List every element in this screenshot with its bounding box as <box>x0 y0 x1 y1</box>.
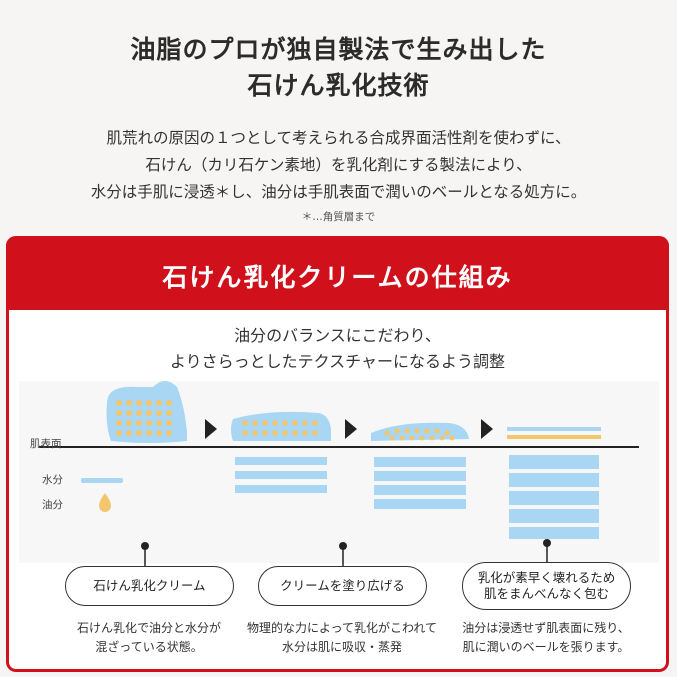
footnote: ＊…角質層まで <box>301 211 376 223</box>
step-2-desc-line-2: 水分は肌に吸収・蒸発 <box>281 640 402 654</box>
panel-title: 石けん乳化クリームの仕組み <box>162 263 513 292</box>
absorbed-water-bar <box>235 471 327 479</box>
water-film-top <box>507 427 601 431</box>
absorbed-water-bar <box>509 491 599 505</box>
step-3-desc-line-1: 油分は浸透せず肌表面に残り、 <box>462 621 630 635</box>
cream-thin-icon <box>371 422 469 441</box>
absorbed-water-bar <box>509 527 599 539</box>
step-3-pill: 乳化が素早く壊れるため 肌をまんべんなく包む <box>462 562 631 610</box>
panel-banner: 石けん乳化クリームの仕組み <box>6 236 669 310</box>
arrow-right-icon-3 <box>481 419 493 439</box>
connector-pin-1 <box>141 542 149 567</box>
mechanism-diagram <box>19 381 659 567</box>
step-2-label: クリームを塗り広げる <box>280 578 405 593</box>
absorbed-water-bar <box>509 509 599 523</box>
headline-line-2: 石けん乳化技術 <box>247 71 430 100</box>
connector-pin-3 <box>543 539 551 563</box>
step-3-desc-line-2: 肌に潤いのベールを張ります。 <box>462 640 630 654</box>
oil-drop-icon <box>99 493 111 512</box>
skin-surface-label: 肌表面 <box>30 438 62 450</box>
step-3-label-line-2: 肌をまんべんなく包む <box>483 586 609 601</box>
step-2-description: 物理的な力によって乳化がこわれて 水分は肌に吸収・蒸発 <box>242 619 442 657</box>
absorbed-water-bar <box>235 457 327 465</box>
thin-oil-dots <box>384 428 455 441</box>
panel-subline-1: 油分のバランスにこだわり、 <box>234 326 441 345</box>
headline-line-1: 油脂のプロが独自製法で生み出した <box>130 35 547 64</box>
oil-film <box>507 435 601 439</box>
step-1-description: 石けん乳化で油分と水分が 混ざっている状態。 <box>49 619 249 657</box>
intro-line-2: 石けん（カリ石ケン素地）を乳化剤にする製法により、 <box>145 156 532 174</box>
step-1-desc-line-2: 混ざっている状態。 <box>95 640 203 654</box>
connector-pin-2 <box>339 542 347 567</box>
arrow-right-icon-2 <box>345 419 357 439</box>
step-1-pill: 石けん乳化クリーム <box>65 566 234 606</box>
absorbed-water-bar <box>374 485 466 495</box>
absorbed-water-bar <box>235 485 327 493</box>
step-3-label-line-1: 乳化が素早く壊れるため <box>477 570 616 585</box>
spread-oil-dots <box>242 420 318 436</box>
step-1-desc-line-1: 石けん乳化で油分と水分が <box>76 621 221 635</box>
step-1-label: 石けん乳化クリーム <box>93 578 206 593</box>
step-2-pill: クリームを塗り広げる <box>258 566 427 606</box>
absorbed-water-bar <box>374 499 466 509</box>
cream-spread-icon <box>231 411 331 441</box>
step-3-description: 油分は浸透せず肌表面に残り、 肌に潤いのベールを張ります。 <box>446 619 646 657</box>
panel-subline-2: よりさらっとしたテクスチャーになるよう調整 <box>169 352 506 371</box>
absorbed-water-bar <box>374 471 466 481</box>
step-2-desc-line-1: 物理的な力によって乳化がこわれて <box>246 621 438 635</box>
intro-line-1: 肌荒れの原因の１つとして考えられる合成界面活性剤を使わずに、 <box>106 129 571 147</box>
absorbed-water-bar <box>509 473 599 487</box>
absorbed-water-bar <box>374 457 466 467</box>
arrow-right-icon-1 <box>205 419 217 439</box>
mechanism-panel: 石けん乳化クリームの仕組み 油分のバランスにこだわり、 よりさらっとしたテクスチ… <box>6 236 669 672</box>
cream-oil-dots <box>116 400 172 436</box>
water-legend-icon <box>81 478 123 483</box>
oil-legend-label: 油分 <box>42 499 63 511</box>
intro-line-3: 水分は手肌に浸透＊し、油分は手肌表面で潤いのベールとなる処方に。 <box>90 183 587 201</box>
absorbed-water-bar <box>509 455 599 469</box>
water-legend-label: 水分 <box>42 474 63 486</box>
